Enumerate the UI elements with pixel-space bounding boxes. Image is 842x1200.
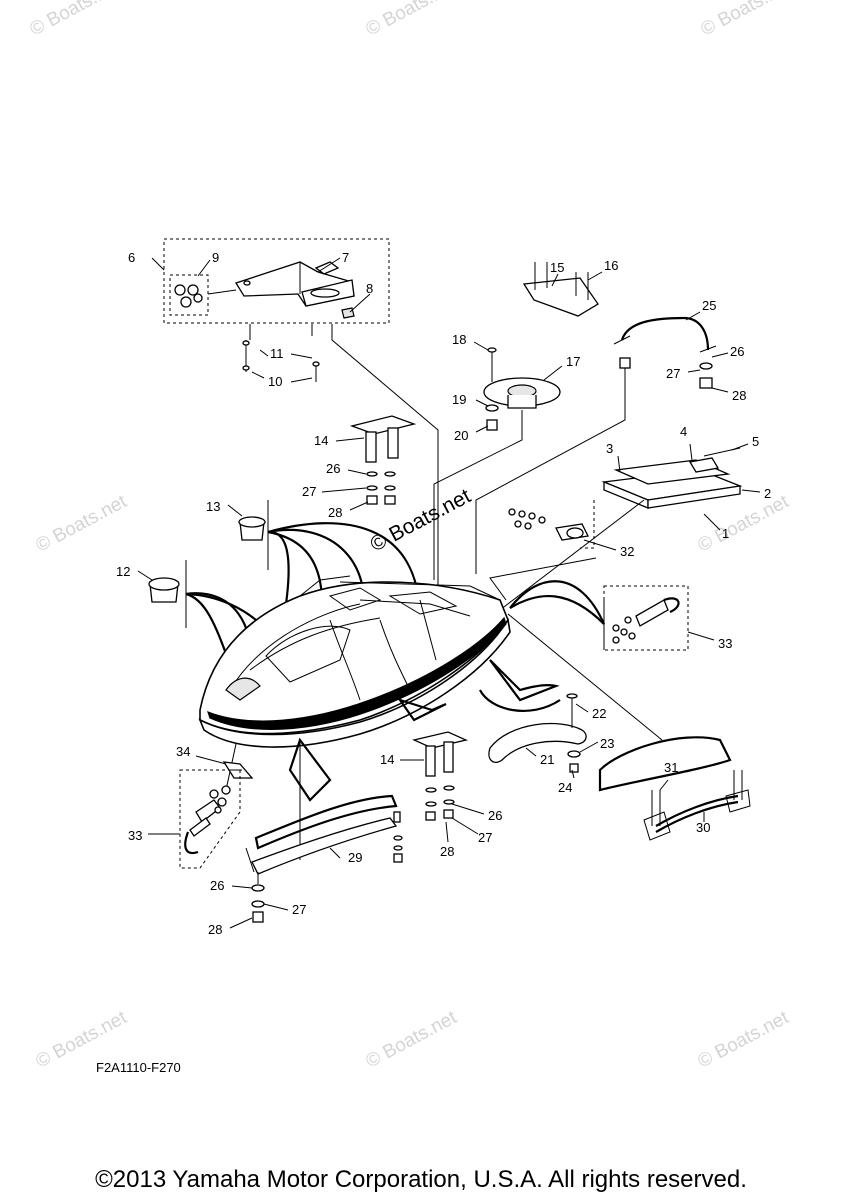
callout-24: 24 (558, 780, 572, 795)
ski-tow-hardware-box (169, 274, 209, 316)
callout-30: 30 (696, 820, 710, 835)
washer-icon (251, 900, 265, 908)
callout-27-upper: 27 (302, 484, 316, 499)
ski-tow-hardware-icon (174, 284, 203, 308)
callout-labels: 6 9 7 8 11 10 15 16 25 18 17 19 20 26 27… (116, 250, 771, 937)
nut-icon (252, 911, 264, 923)
hardware-set-part (508, 508, 589, 541)
boat-hull (198, 575, 511, 748)
cup-holder-part (148, 577, 180, 603)
ski-tow-part (235, 261, 355, 307)
callout-27-lower: 27 (478, 830, 492, 845)
watermark-text: © Boats.net (367, 484, 475, 556)
copyright-notice: ©2013 Yamaha Motor Corporation, U.S.A. A… (95, 1166, 747, 1193)
callout-8: 8 (366, 281, 373, 296)
cup-holder-part (238, 516, 266, 541)
callout-25: 25 (702, 298, 716, 313)
tie-down-group-box (179, 769, 241, 869)
callout-32: 32 (620, 544, 634, 559)
grab-handle-part (613, 316, 717, 353)
callout-27-top: 27 (666, 366, 680, 381)
callout-7: 7 (342, 250, 349, 265)
rail-part (601, 447, 743, 509)
bolt-icon (242, 340, 320, 382)
tie-down-part (612, 597, 680, 644)
callout-21: 21 (540, 752, 554, 767)
watermark-text: © Boats.net (32, 491, 130, 557)
watermark-text: © Boats.net (694, 491, 792, 557)
callout-18: 18 (452, 332, 466, 347)
callout-12: 12 (116, 564, 130, 579)
watermark-group: © Boats.net © Boats.net © Boats.net © Bo… (26, 0, 795, 1072)
callout-14-upper: 14 (314, 433, 328, 448)
callout-26-top: 26 (730, 344, 744, 359)
callout-6: 6 (128, 250, 135, 265)
callout-2: 2 (764, 486, 771, 501)
callout-28-top: 28 (732, 388, 746, 403)
washer-icon (251, 884, 265, 892)
tie-down-part (184, 785, 231, 855)
callout-9: 9 (212, 250, 219, 265)
callout-17: 17 (566, 354, 580, 369)
grab-handle-part (643, 770, 751, 841)
callout-29: 29 (348, 850, 362, 865)
callout-33-lower: 33 (128, 828, 142, 843)
diagram-code: F2A1110-F270 (96, 1060, 181, 1075)
callout-26-lower: 26 (488, 808, 502, 823)
callout-28-bottom: 28 (208, 922, 222, 937)
watermark-text: © Boats.net (26, 0, 124, 40)
callout-20: 20 (454, 428, 468, 443)
watermark-text: © Boats.net (697, 0, 795, 40)
callout-23: 23 (600, 736, 614, 751)
plate-part (483, 377, 561, 409)
callout-4: 4 (680, 424, 687, 439)
callout-16: 16 (604, 258, 618, 273)
callout-26-bottom: 26 (210, 878, 224, 893)
callout-11: 11 (270, 346, 284, 361)
cleat-part (349, 415, 417, 505)
callout-3: 3 (606, 441, 613, 456)
callout-31: 31 (664, 760, 678, 775)
rub-rail-part (245, 811, 403, 875)
watermark-text: © Boats.net (362, 0, 460, 40)
callout-33-upper: 33 (718, 636, 732, 651)
seat-plate-part (522, 262, 599, 317)
callout-13: 13 (206, 499, 220, 514)
callout-27-bottom: 27 (292, 902, 306, 917)
cleat-part (411, 731, 469, 821)
callout-34: 34 (176, 744, 190, 759)
nut-icon (699, 362, 713, 389)
callout-22: 22 (592, 706, 606, 721)
callout-26-upper: 26 (326, 461, 340, 476)
callout-15: 15 (550, 260, 564, 275)
callout-14-lower: 14 (380, 752, 394, 767)
watermark-text: © Boats.net (694, 1007, 792, 1073)
callout-10: 10 (268, 374, 282, 389)
callout-5: 5 (752, 434, 759, 449)
callout-19: 19 (452, 392, 466, 407)
callout-28-upper: 28 (328, 505, 342, 520)
ski-tow-group-box (163, 238, 390, 324)
callout-1: 1 (722, 526, 729, 541)
callout-28-lower: 28 (440, 844, 454, 859)
nut-icon (619, 357, 631, 369)
watermark-text: © Boats.net (362, 1007, 460, 1073)
bumper-part (488, 693, 587, 773)
